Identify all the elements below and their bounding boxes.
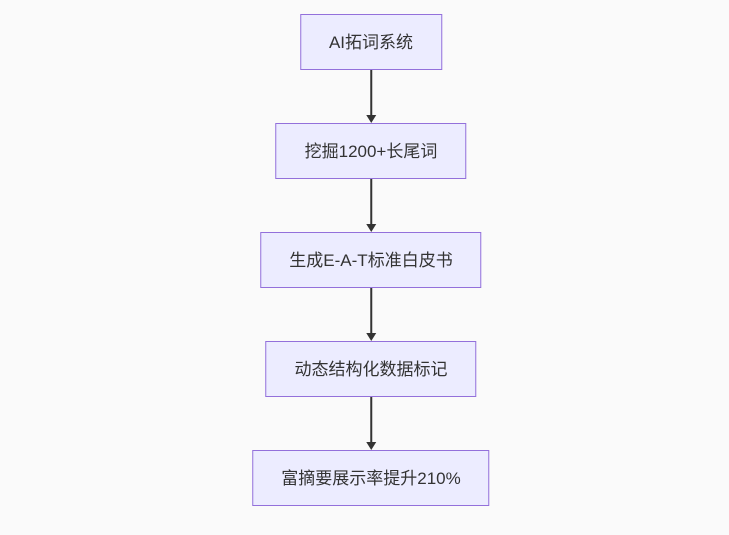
arrow-down-icon (365, 70, 376, 123)
arrow-shaft (369, 397, 372, 442)
arrow-shaft (369, 179, 372, 224)
flow-node-longtail-mining: 挖掘1200+长尾词 (275, 123, 467, 179)
flow-node-eat-whitepaper: 生成E-A-T标准白皮书 (260, 232, 482, 288)
node-label: 挖掘1200+长尾词 (304, 141, 438, 161)
arrowhead-icon (365, 333, 376, 341)
arrow-down-icon (365, 179, 376, 232)
arrow-down-icon (365, 288, 376, 341)
arrow-shaft (369, 288, 372, 333)
node-label: AI拓词系统 (328, 32, 414, 52)
flowchart-column: AI拓词系统 挖掘1200+长尾词 生成E-A-T标准白皮书 动态结构化数据标记 (252, 14, 490, 506)
arrowhead-icon (365, 224, 376, 232)
flow-node-structured-data: 动态结构化数据标记 (265, 341, 477, 397)
arrowhead-icon (365, 442, 376, 450)
node-label: 动态结构化数据标记 (294, 359, 448, 379)
node-label: 富摘要展示率提升210% (281, 468, 461, 488)
arrowhead-icon (365, 115, 376, 123)
arrow-down-icon (365, 397, 376, 450)
arrow-shaft (369, 70, 372, 115)
flow-node-rich-snippet-result: 富摘要展示率提升210% (252, 450, 490, 506)
flow-node-ai-word-expansion: AI拓词系统 (299, 14, 443, 70)
node-label: 生成E-A-T标准白皮书 (289, 250, 453, 270)
